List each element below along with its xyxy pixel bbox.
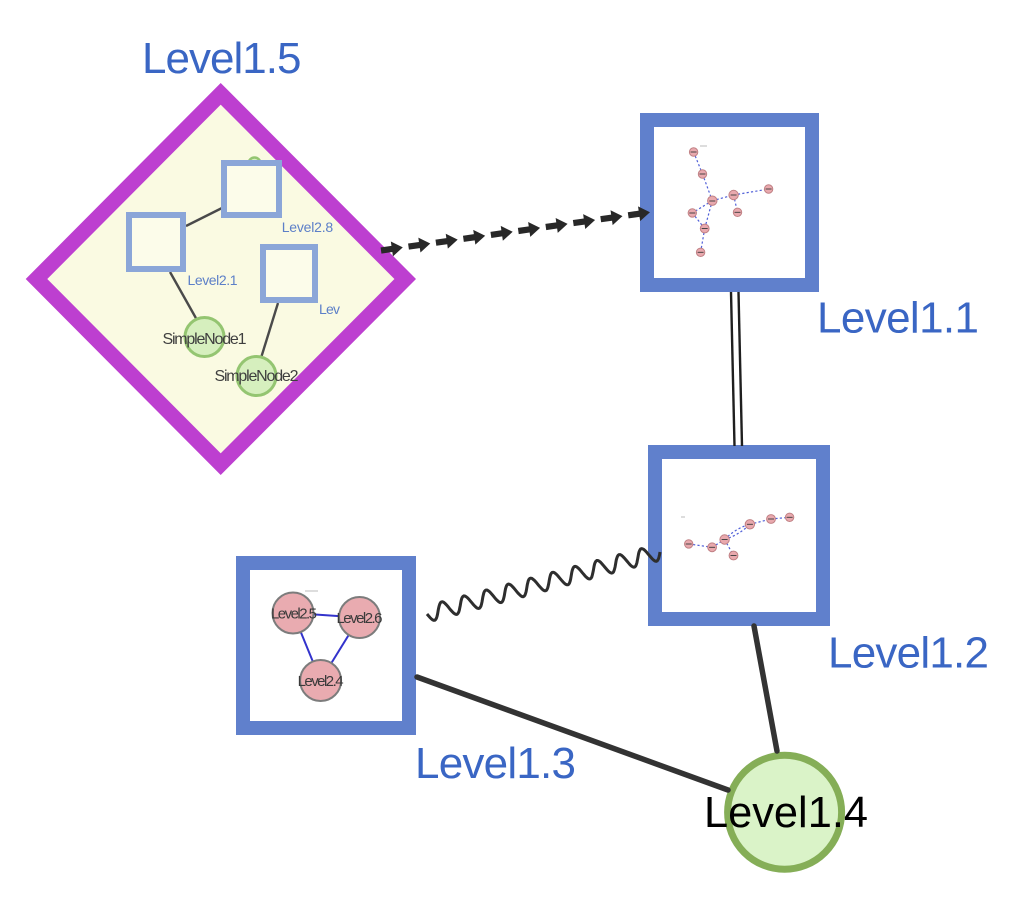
svg-text:Level2.5: Level2.5	[271, 606, 317, 623]
svg-text:SimpleNode2: SimpleNode2	[215, 368, 299, 385]
svg-text:Level1.1: Level1.1	[817, 294, 979, 343]
svg-text:Level1.2: Level1.2	[828, 629, 989, 678]
svg-text:Lev: Lev	[319, 301, 340, 317]
svg-text:Level1.5: Level1.5	[142, 34, 302, 83]
svg-text:Level2.1: Level2.1	[188, 272, 238, 288]
svg-text:Level2.6: Level2.6	[337, 610, 383, 627]
svg-text:Level2.8: Level2.8	[282, 219, 334, 235]
svg-text:Level1.3: Level1.3	[415, 739, 576, 788]
svg-text:Level1.4: Level1.4	[704, 788, 868, 837]
svg-text:Level2.4: Level2.4	[298, 673, 344, 690]
svg-text:SimpleNode1: SimpleNode1	[163, 331, 247, 348]
